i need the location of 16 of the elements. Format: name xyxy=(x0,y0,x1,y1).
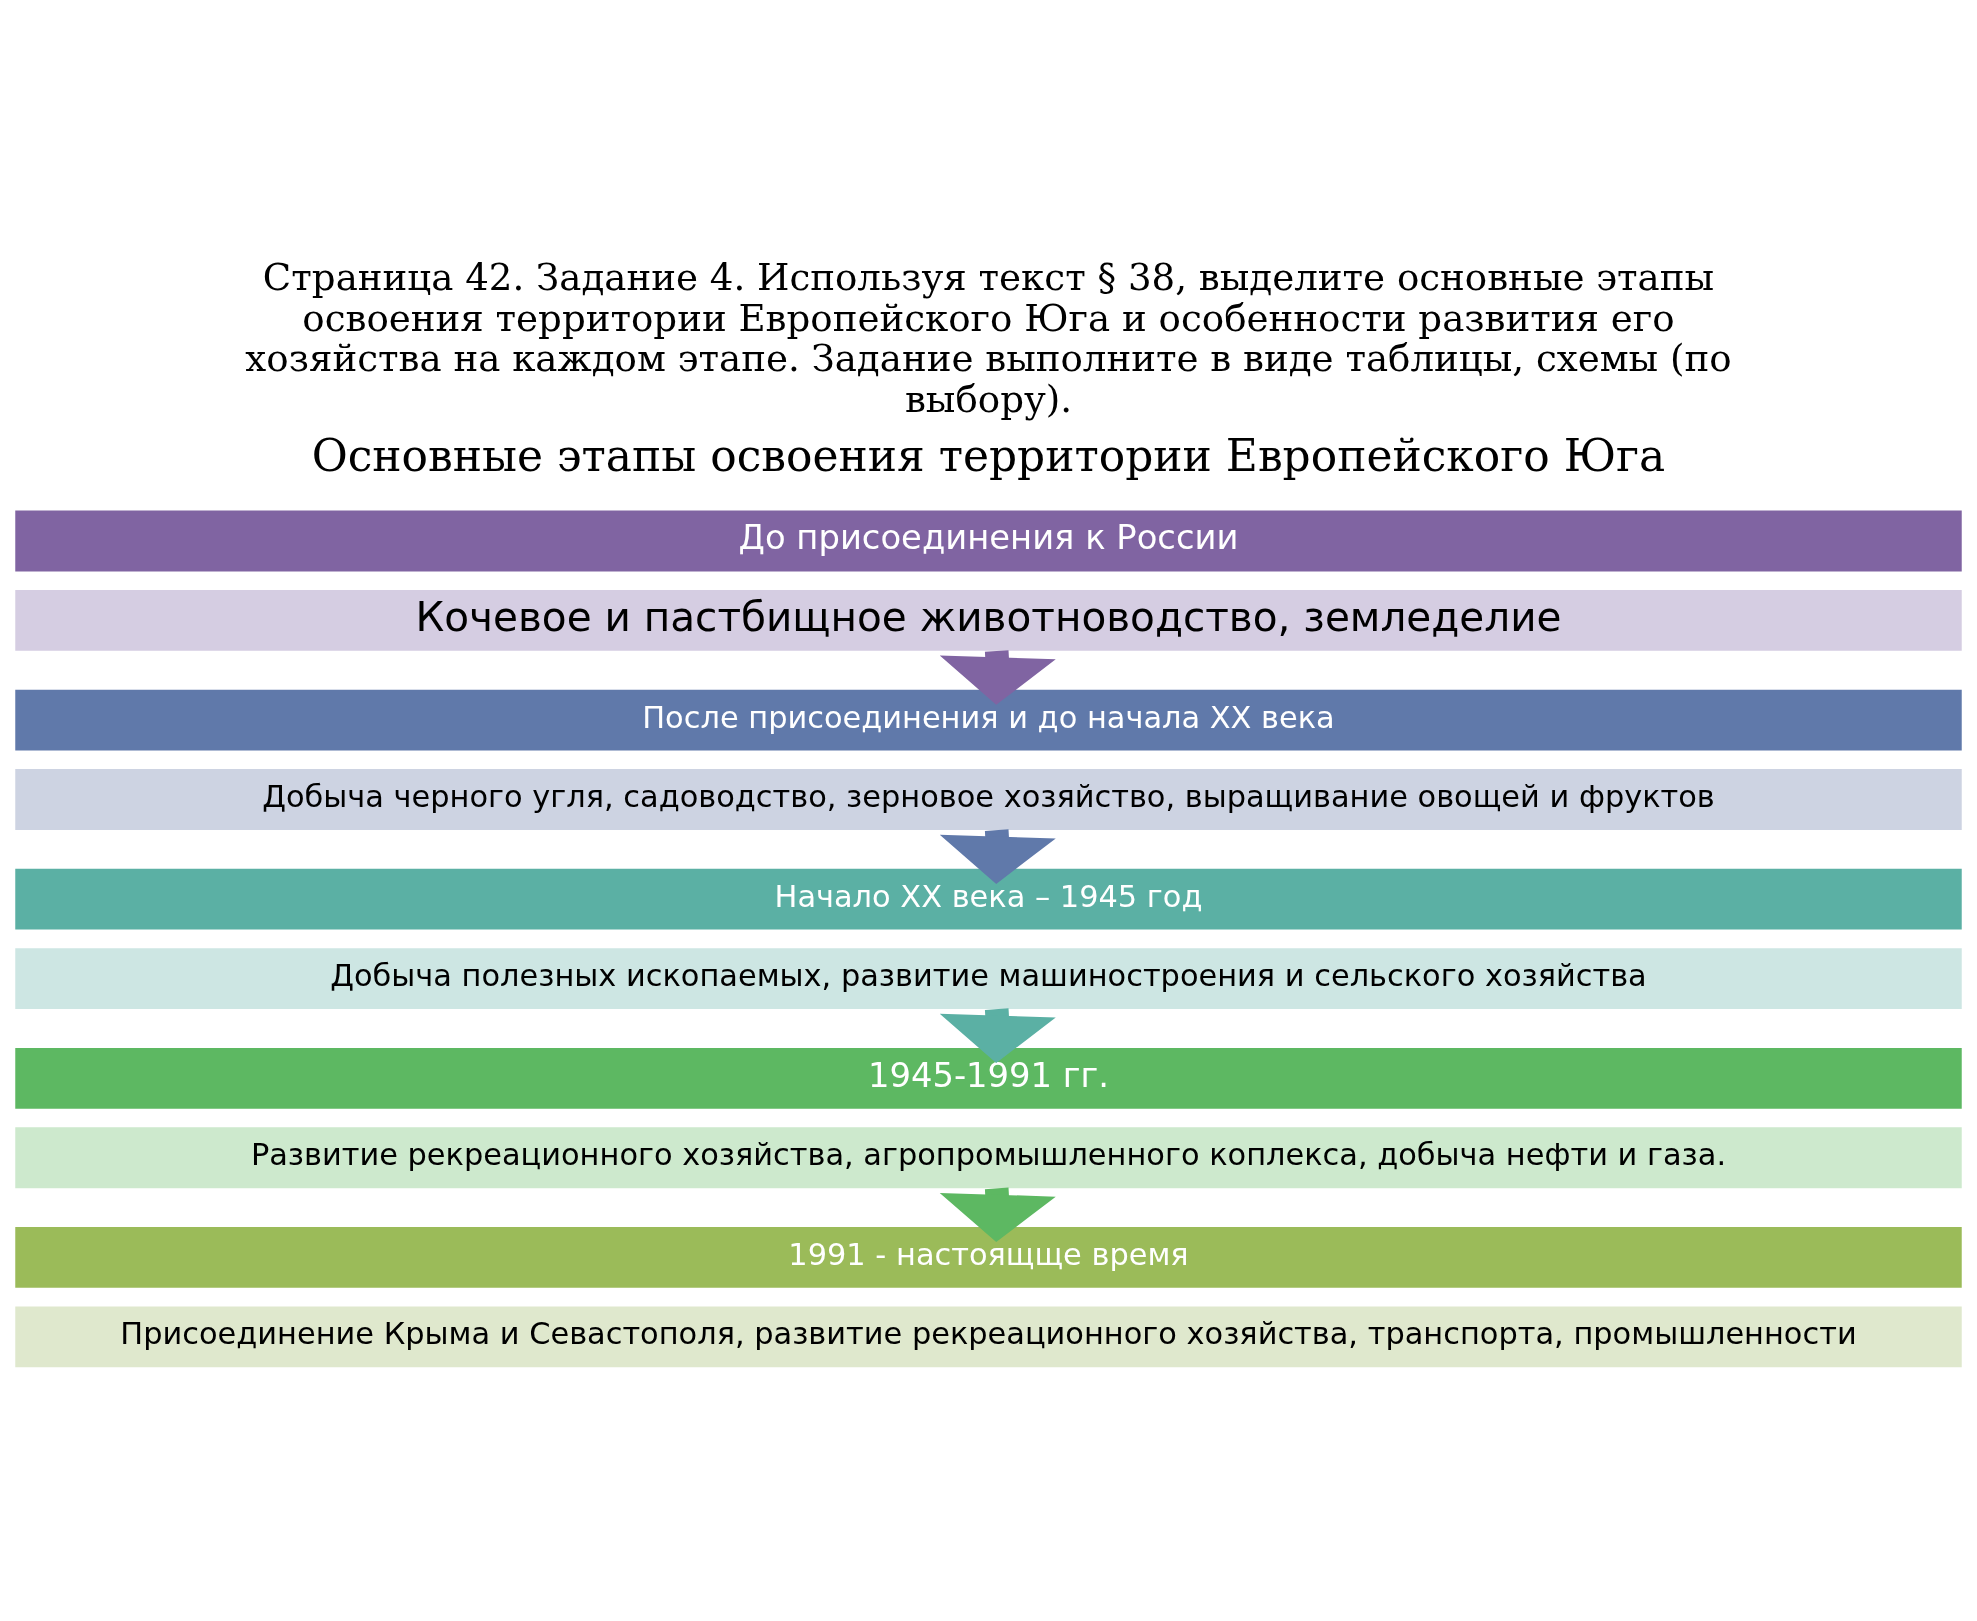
node-box: После присоединения и до начала XX века xyxy=(15,689,1962,751)
arrow xyxy=(939,1008,1056,1063)
node-box: 1945-1991 гг. xyxy=(15,1047,1962,1109)
node-box: Начало XX века – 1945 год xyxy=(15,868,1962,930)
node-box: Присоединение Крыма и Севастополя, развитие рекреационного хозяйства, транспорта, промышленности xyxy=(15,1306,1962,1368)
node-box: Кочевое и пастбищное животноводство, земледелие xyxy=(15,590,1962,651)
node-box: Добыча полезных ископаемых, развитие машиностроения и сельского хозяйства xyxy=(15,948,1962,1010)
arrow xyxy=(939,650,1056,705)
arrow xyxy=(939,1187,1056,1243)
diagram-title: Страница 42. Задание 4. Используя текст § 38, выделите основные этапы освоения территории Европейского Юга и особенности развития его хозяйства на каждом этапе. Задание выполните в виде таблицы, схемы (по выбору). xyxy=(245,255,1732,421)
node-box: До присоединения к России xyxy=(15,510,1962,572)
arrow xyxy=(939,829,1056,884)
node-box: Развитие рекреационного хозяйства, агропромышленного коплекса, добыча нефти и газа. xyxy=(15,1127,1962,1189)
node-box: 1991 - настоящще время xyxy=(15,1227,1962,1288)
node-box: Добыча черного угля, садоводство, зерновое хозяйство, выращивание овощей и фруктов xyxy=(15,769,1962,830)
label: Основные этапы освоения территории Европейского Юга xyxy=(311,430,1666,482)
